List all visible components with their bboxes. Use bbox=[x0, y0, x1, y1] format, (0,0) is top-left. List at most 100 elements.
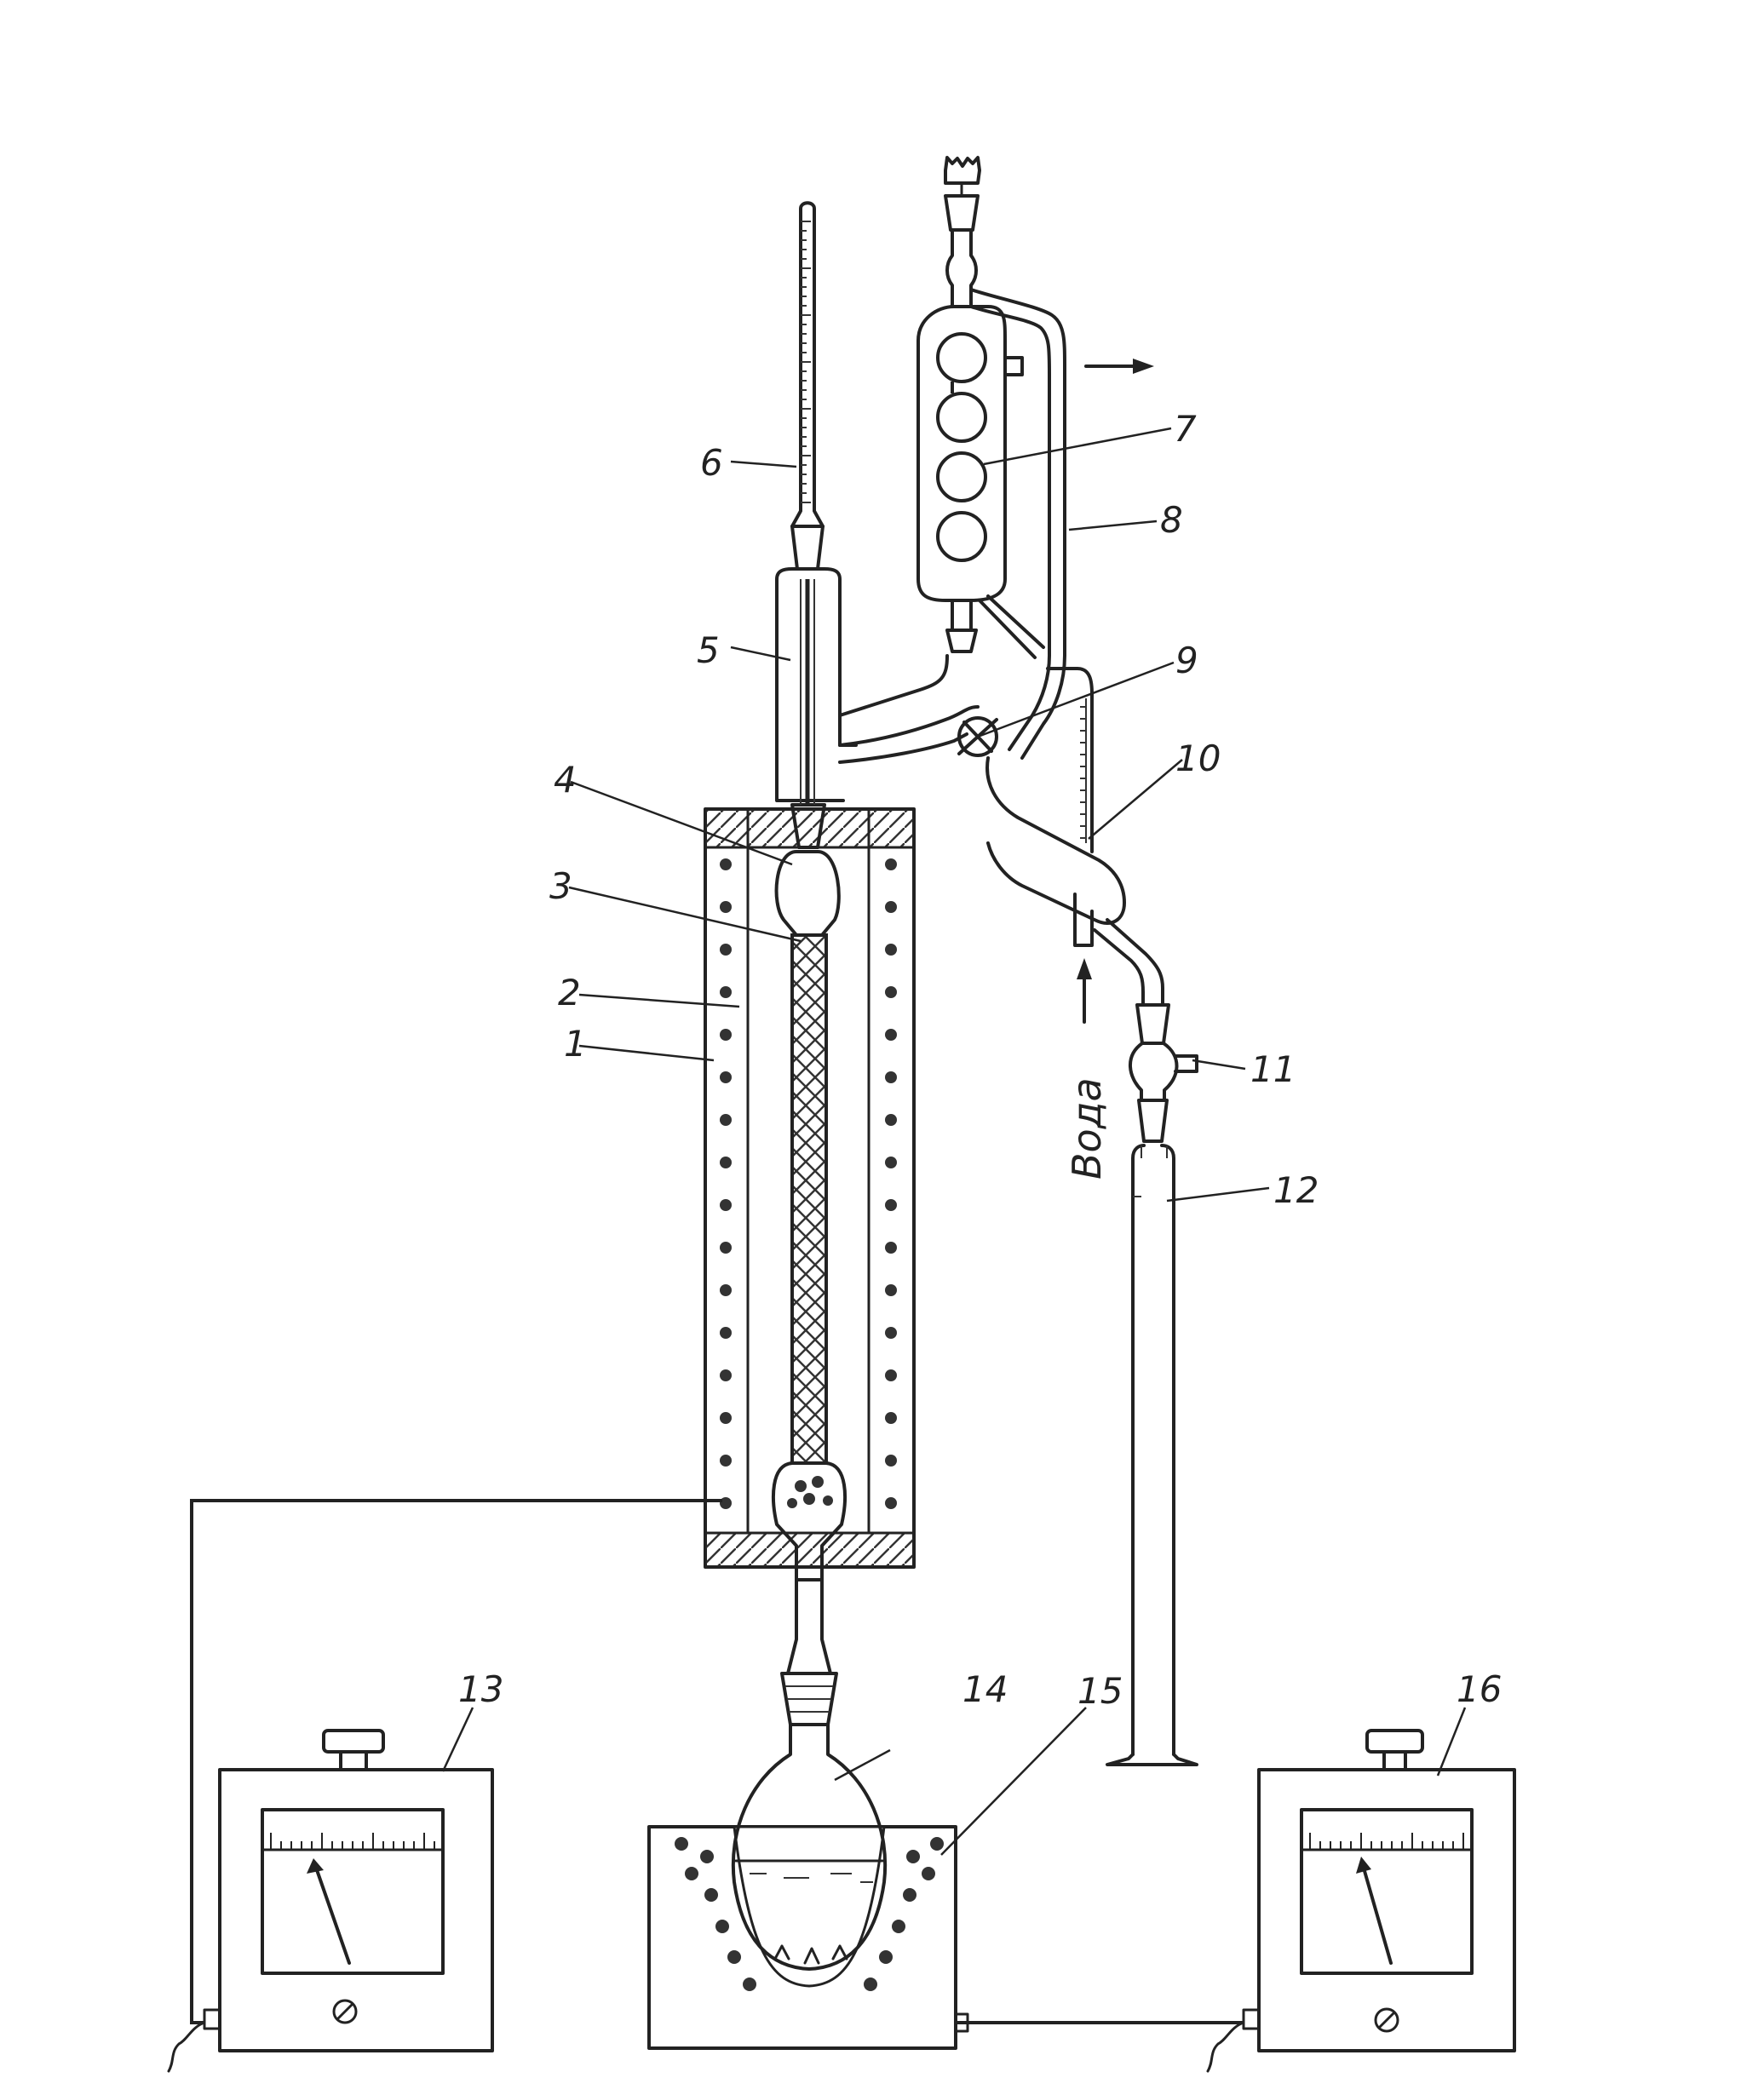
label-8: 8 bbox=[1160, 499, 1183, 541]
bath-heater-dot bbox=[922, 1867, 935, 1880]
bath-heater-dot bbox=[700, 1850, 714, 1863]
coil-wire-dot bbox=[720, 901, 732, 913]
bath-terminal bbox=[954, 2012, 969, 2033]
meter-13 bbox=[167, 1729, 494, 2073]
meter-13-power-cord bbox=[167, 2021, 206, 2073]
coil-wire-dot bbox=[885, 1199, 897, 1211]
condenser-drip-tip bbox=[945, 629, 978, 653]
label-4: 4 bbox=[554, 759, 577, 801]
bath-heater-dot bbox=[685, 1867, 698, 1880]
screw-slot bbox=[336, 2002, 354, 2021]
side-arm-lower bbox=[838, 732, 968, 764]
leader-11 bbox=[1192, 1059, 1246, 1071]
meter-16-power-cord bbox=[1206, 2021, 1245, 2073]
furnace-top-insulation-left bbox=[704, 807, 750, 849]
coil-wire-dot bbox=[720, 1242, 732, 1254]
adapter-vent bbox=[1174, 1054, 1198, 1073]
wire-furnace-to-meter-13 bbox=[190, 1499, 722, 2024]
condenser-inner-bulbs bbox=[936, 332, 987, 562]
coil-wire-dot bbox=[885, 1114, 897, 1126]
condenser-lower-stem bbox=[951, 599, 973, 632]
leader-4 bbox=[570, 780, 793, 866]
packing-bead bbox=[795, 1480, 807, 1492]
meter-16-knob-stem bbox=[1382, 1750, 1407, 1771]
coil-wire-dot bbox=[720, 1284, 732, 1296]
label-10: 10 bbox=[1175, 738, 1221, 779]
meter-13-needle-tip bbox=[307, 1858, 324, 1874]
leader-15 bbox=[940, 1707, 1087, 1856]
leader-3 bbox=[568, 886, 802, 943]
reactor-top-bulb bbox=[774, 850, 841, 937]
leader-12 bbox=[1166, 1186, 1270, 1203]
adapter-top-joint bbox=[1135, 1003, 1170, 1045]
bulb-condenser bbox=[916, 156, 1024, 653]
meter-13-needle bbox=[313, 1863, 351, 1965]
coil-wire-dot bbox=[885, 944, 897, 956]
coil-wire-dot bbox=[720, 1412, 732, 1424]
catalyst-packing bbox=[790, 933, 828, 1465]
bath-heater-dot bbox=[906, 1850, 920, 1863]
label-14: 14 bbox=[962, 1668, 1008, 1710]
condenser-outlet-nozzle bbox=[1003, 356, 1024, 376]
coil-wire-dot bbox=[885, 986, 897, 998]
stopcock-body bbox=[957, 716, 998, 757]
heating-coil-left bbox=[720, 858, 732, 1509]
meter-16-dial bbox=[1300, 1808, 1474, 1975]
coil-wire-dot bbox=[720, 1114, 732, 1126]
meter-13-terminal bbox=[203, 2008, 221, 2030]
coil-wire-dot bbox=[720, 1455, 732, 1467]
coil-wire-dot bbox=[885, 1455, 897, 1467]
water-out-arrowhead bbox=[1133, 359, 1154, 374]
coil-wire-dot bbox=[885, 1029, 897, 1041]
water-label: Вода bbox=[1064, 1077, 1110, 1180]
leader-9 bbox=[977, 661, 1175, 738]
condenser-top-stem bbox=[945, 228, 978, 308]
furnace bbox=[704, 807, 916, 1569]
leader-2 bbox=[578, 993, 740, 1008]
water-flow-arrows bbox=[1077, 359, 1154, 1024]
bath-heater-dot bbox=[743, 1978, 756, 1991]
meter-13-knob-stem bbox=[339, 1750, 368, 1771]
coil-wire-dot bbox=[720, 858, 732, 870]
leader-16 bbox=[1436, 1707, 1467, 1777]
jacket-drain-tube bbox=[978, 594, 1045, 659]
heating-coil-right bbox=[885, 858, 897, 1509]
leader-7 bbox=[983, 427, 1172, 466]
condenser-bulb bbox=[936, 332, 987, 383]
bath-heater-dot bbox=[864, 1978, 877, 1991]
head-tube bbox=[775, 567, 858, 802]
coil-wire-dot bbox=[885, 1369, 897, 1381]
coil-wire-dot bbox=[885, 1412, 897, 1424]
wiring bbox=[190, 1499, 1244, 2033]
meter-13-scale-ticks bbox=[270, 1833, 435, 1850]
coil-wire-dot bbox=[885, 1497, 897, 1509]
coil-wire-dot bbox=[885, 901, 897, 913]
coil-wire-dot bbox=[720, 1071, 732, 1083]
leader-8 bbox=[1068, 520, 1158, 531]
thermometer-joint bbox=[790, 525, 825, 571]
lower-condenser-outlet bbox=[1093, 918, 1164, 1007]
reactor-outlet-stem bbox=[786, 1578, 832, 1675]
bath-heater-dot bbox=[879, 1950, 893, 1964]
label-12: 12 bbox=[1273, 1169, 1319, 1211]
bath-heater-dot bbox=[715, 1920, 729, 1933]
leader-1 bbox=[578, 1044, 715, 1062]
bath-heater-dot bbox=[930, 1837, 944, 1851]
coil-wire-dot bbox=[720, 1029, 732, 1041]
meter-16-needle bbox=[1361, 1863, 1393, 1965]
label-3: 3 bbox=[549, 865, 572, 907]
stopper-clip bbox=[944, 156, 981, 185]
leader-lines bbox=[441, 427, 1467, 1856]
leader-10 bbox=[1088, 759, 1183, 840]
coil-wire-dot bbox=[720, 986, 732, 998]
thermometer-stem bbox=[790, 201, 825, 528]
lower-condenser-body bbox=[985, 756, 1126, 925]
boiling-chips bbox=[773, 1944, 848, 1965]
side-arm bbox=[838, 654, 980, 764]
flask-body bbox=[731, 1723, 888, 1971]
bath-heater-elements bbox=[675, 1837, 944, 1991]
packing-bead bbox=[812, 1476, 824, 1488]
meter-16-zero-screw bbox=[1374, 2007, 1399, 2033]
thermometer-scale bbox=[801, 221, 811, 503]
bath-heater-dot bbox=[727, 1950, 741, 1964]
